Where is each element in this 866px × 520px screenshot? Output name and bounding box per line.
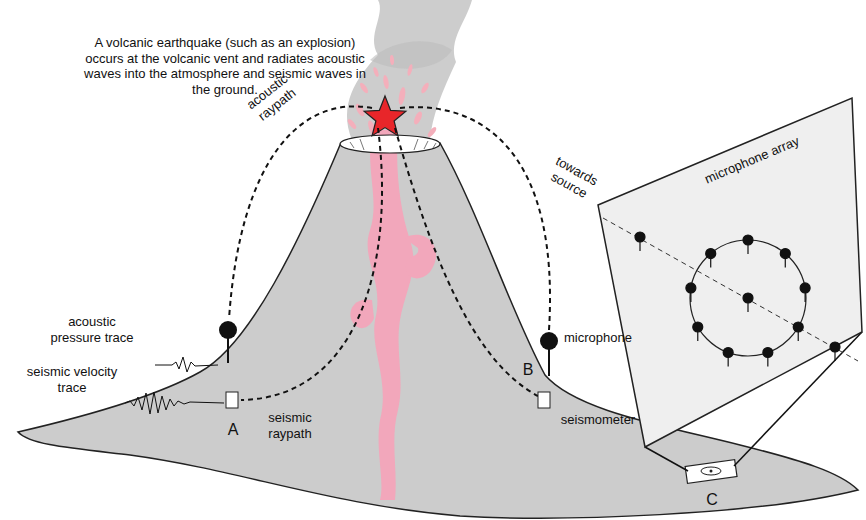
crater: [340, 135, 440, 153]
station-a: [125, 321, 238, 414]
station-letter: C: [702, 490, 722, 509]
caption-note: A volcanic earthquake (such as an explos…: [75, 35, 375, 97]
instrument-label: seismometer: [553, 412, 643, 428]
raypath-label: seismic raypath: [259, 410, 321, 441]
explosion-star: [364, 96, 406, 136]
station-b: [538, 332, 558, 408]
station-letter: B: [518, 360, 538, 379]
trace-label: acoustic pressure trace: [45, 314, 140, 345]
instrument-label: microphone: [558, 330, 638, 346]
magma-conduit: [368, 130, 414, 500]
station-letter: A: [223, 420, 243, 439]
trace-label: seismic velocity trace: [25, 364, 120, 395]
array-panel: [598, 98, 862, 447]
direction-label: towards source: [538, 149, 607, 206]
raypaths: [229, 106, 550, 400]
array-microphones: [635, 232, 840, 367]
